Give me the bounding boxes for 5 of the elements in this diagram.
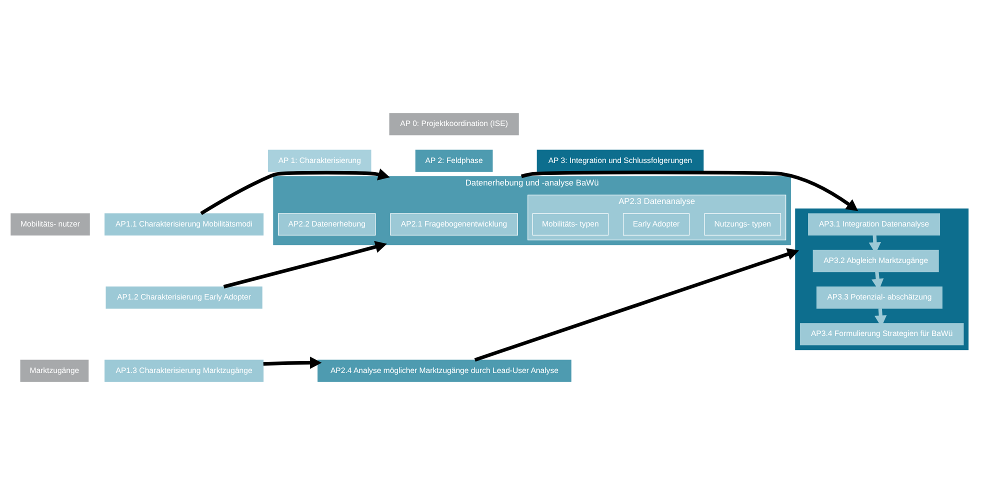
- arrow: [474, 248, 800, 362]
- arrow: [200, 168, 390, 215]
- arrow: [263, 356, 322, 368]
- arrow: [223, 240, 387, 288]
- cluster: [795, 208, 969, 350]
